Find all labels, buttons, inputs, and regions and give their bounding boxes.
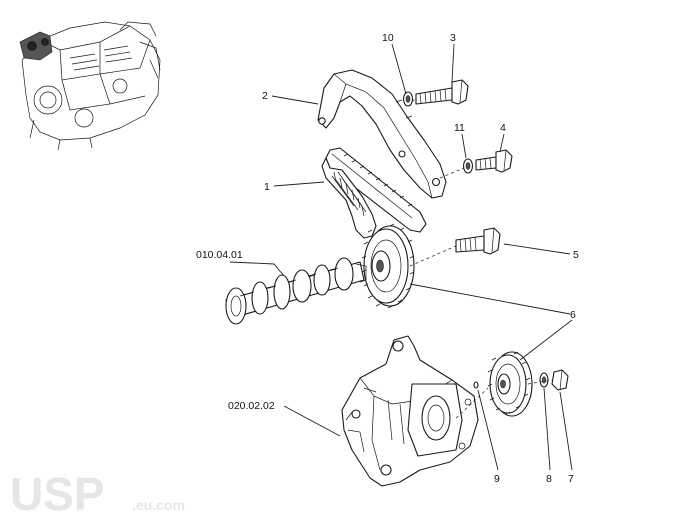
assembly-axes (409, 98, 553, 419)
callout-5: 5 (573, 249, 579, 261)
callout-2: 2 (262, 90, 268, 102)
callout-1: 1 (264, 181, 270, 193)
callout-ref-camshaft: 010.04.01 (196, 249, 243, 261)
callout-labels: 10 3 2 11 4 1 5 010.04.01 6 020.02.02 9 … (196, 32, 579, 485)
pump-sprocket (487, 351, 533, 417)
usp-logo: USP .eu.com (10, 468, 185, 520)
callout-3: 3 (450, 32, 456, 44)
nut-7 (551, 369, 569, 391)
washer-11 (462, 158, 474, 174)
leader-lines (229, 43, 573, 471)
callout-9: 9 (494, 473, 500, 485)
washer-10 (402, 91, 414, 107)
callout-6: 6 (570, 309, 576, 321)
callout-7: 7 (568, 473, 574, 485)
bracket (317, 69, 447, 199)
camshaft-sprocket (361, 223, 415, 309)
callout-10: 10 (382, 32, 394, 44)
timing-belt (321, 147, 427, 239)
camshaft (225, 257, 367, 325)
bolt-5 (455, 227, 501, 255)
callout-11: 11 (454, 122, 465, 134)
callout-8: 8 (546, 473, 552, 485)
washer-8 (539, 372, 549, 388)
callout-ref-housing: 020.02.02 (228, 400, 275, 412)
logo-text: USP (10, 468, 105, 520)
logo-domain: .eu.com (132, 497, 185, 513)
bolt-3 (415, 79, 469, 105)
engine-thumbnail (19, 21, 161, 151)
pump-housing (341, 335, 479, 487)
callout-4: 4 (500, 122, 506, 134)
key-9 (473, 381, 479, 389)
bolt-4 (475, 149, 513, 173)
